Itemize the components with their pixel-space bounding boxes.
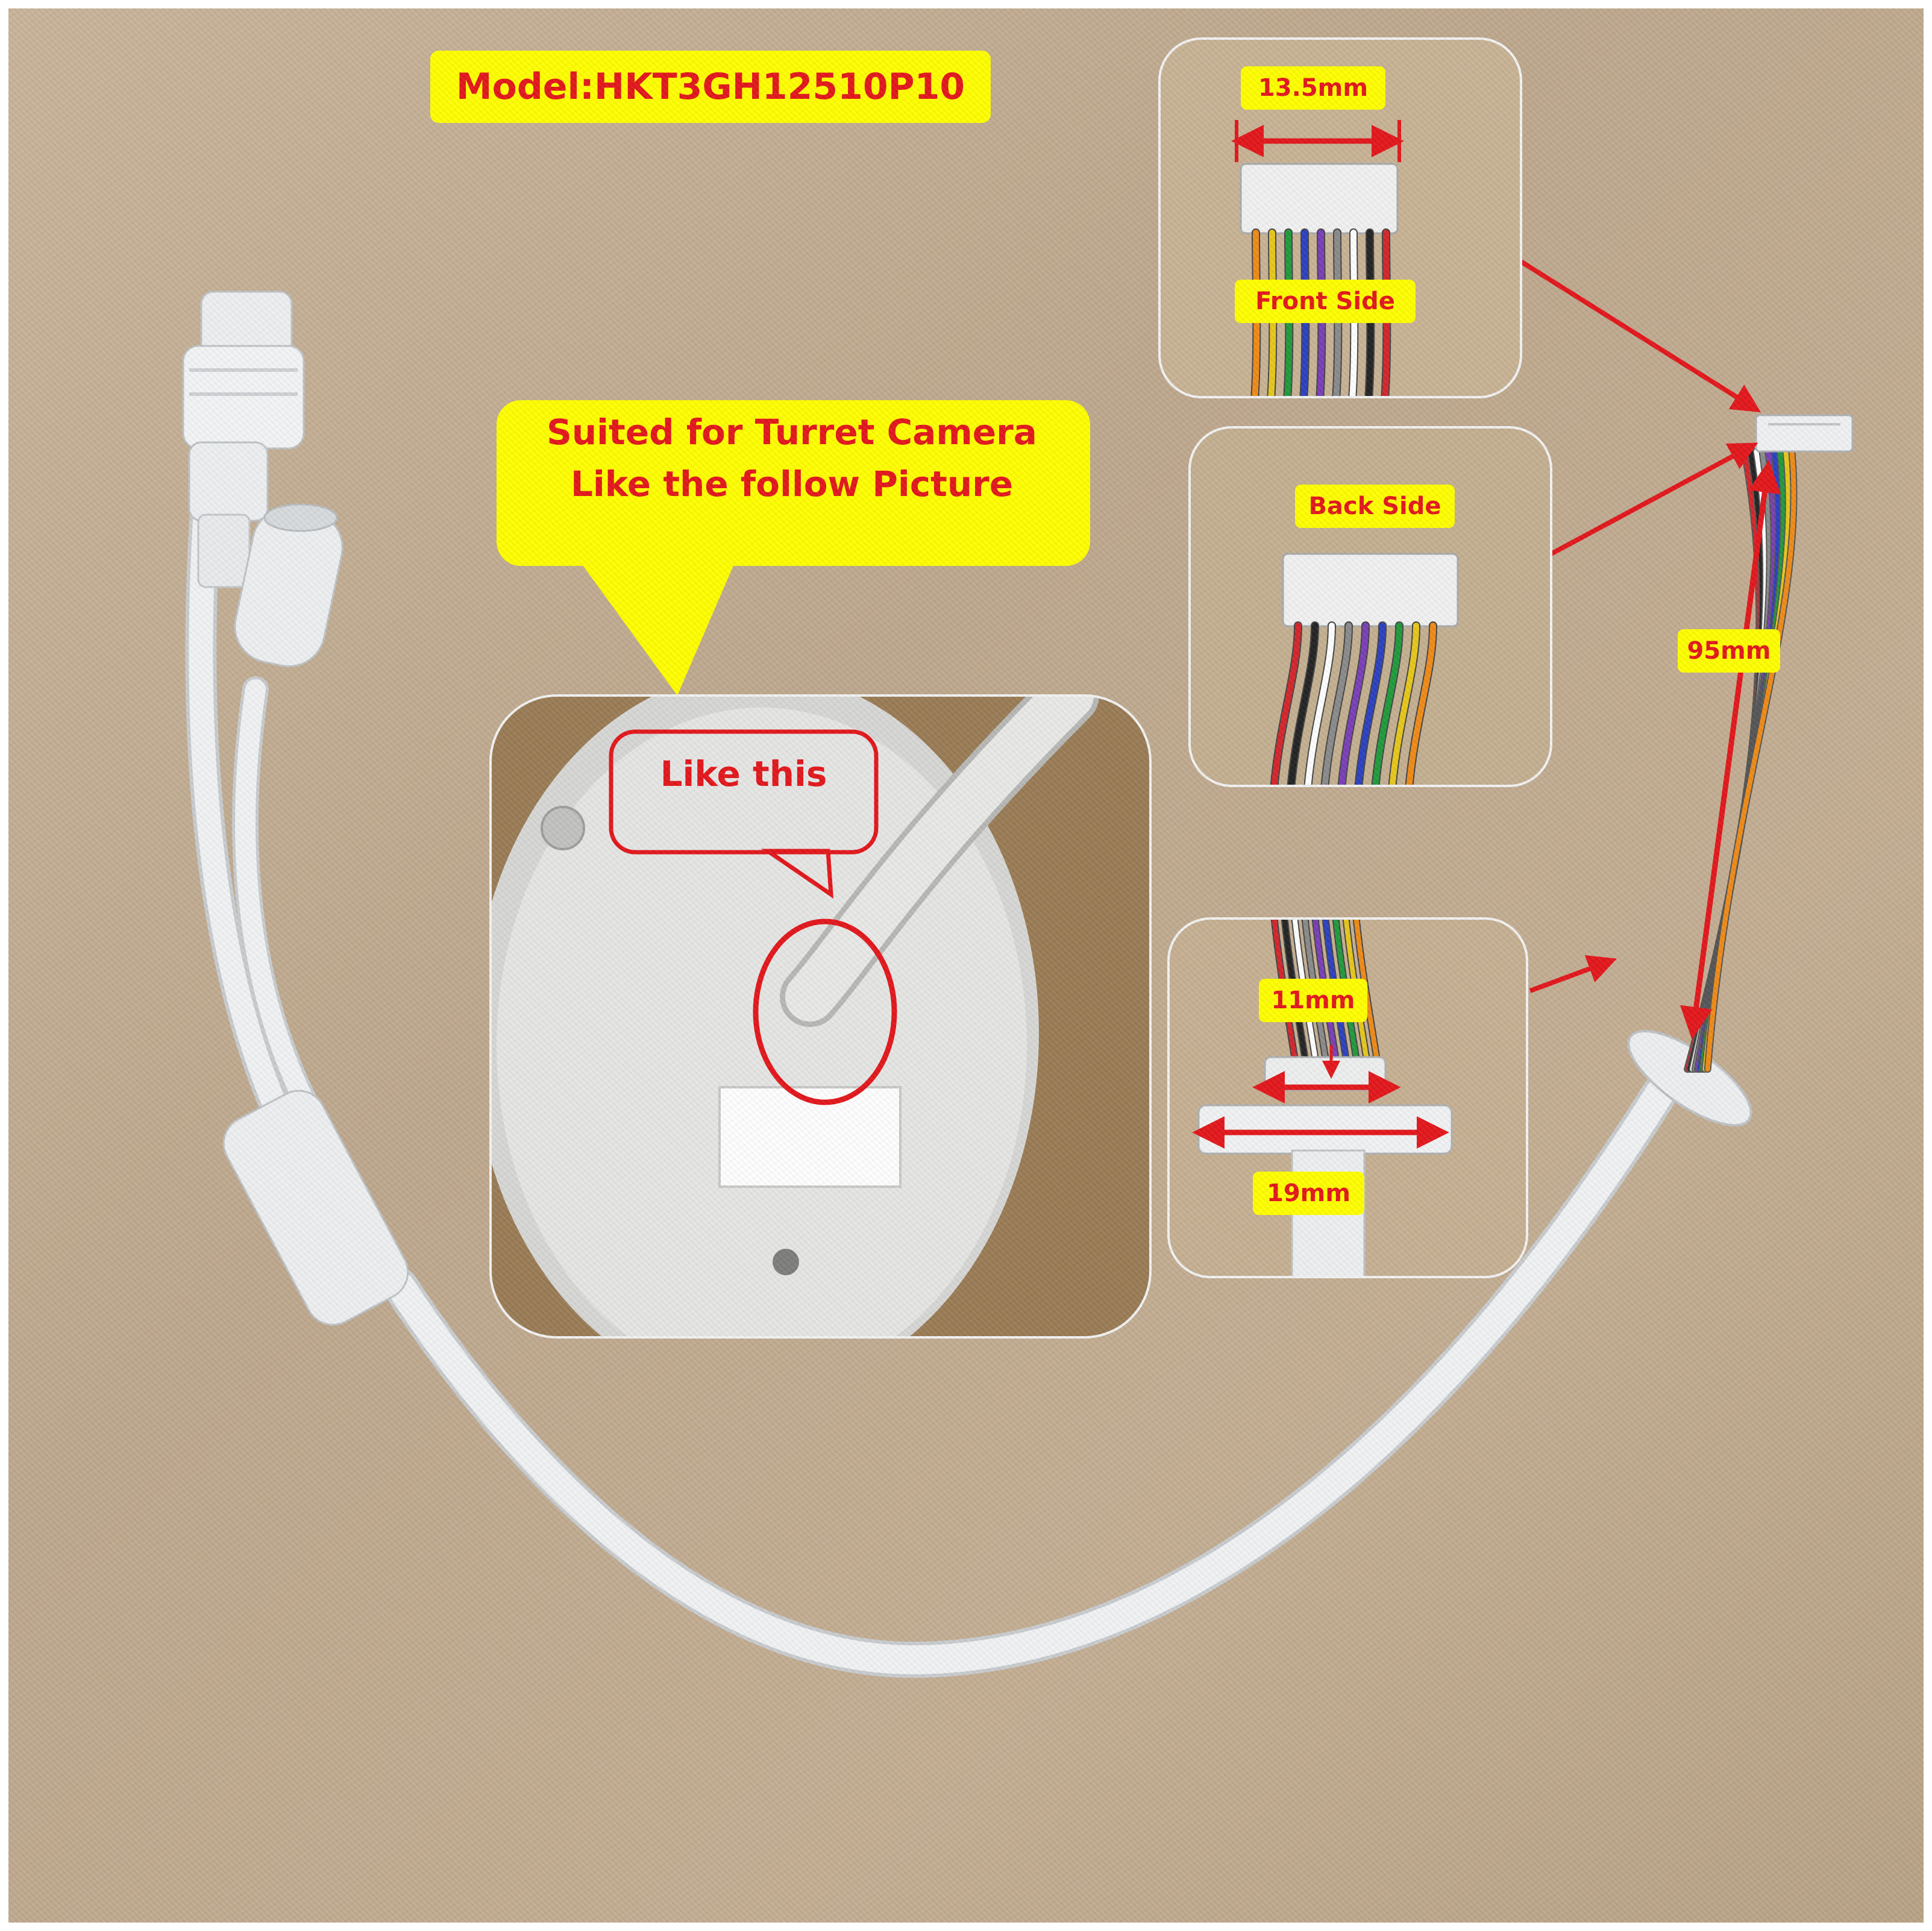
back-side-label: Back Side [1295,485,1455,528]
model-label: Model:HKT3GH12510P10 [430,51,991,123]
wire-strand [1288,623,1318,786]
wire-length-arrow [1680,460,1781,1040]
callout-text: Suited for Turret Camera Like the follow… [491,406,1093,510]
wire-strand [1322,623,1352,786]
rj45-connector [182,290,305,588]
product-photo [182,37,1854,1678]
camera-inset [489,694,1152,1339]
like-this-label: Like this [660,753,827,794]
front-width-label: 13.5mm [1241,66,1385,110]
main-cable [382,1075,1678,1678]
callout-line-1: Suited for Turret Camera [547,412,1037,453]
photo-frame: Model:HKT3GH12510P10 Suited for Turret C… [8,8,1924,1923]
grommet-inner-label: 11mm [1259,979,1367,1022]
wire-bundle [1684,448,1798,1073]
wire-length-label: 95mm [1678,629,1780,673]
dc-power-jack [234,503,343,668]
front-side-label: Front Side [1235,280,1416,323]
wire-strand [1355,623,1385,786]
back-side-inset [1188,426,1552,787]
branch-cables [185,469,329,1157]
wire-strand [1271,623,1301,786]
grommet-inset [1167,917,1528,1278]
wire-strand [1389,623,1419,786]
pointer-arrows [1519,259,1761,993]
cable-joint [222,1090,409,1326]
wire-strand [1338,623,1369,786]
wire-strand [1305,623,1335,786]
callout-line-2: Like the follow Picture [570,463,1014,504]
grommet-outer-label: 19mm [1253,1172,1364,1215]
callout-bubble [497,400,1090,695]
wire-strand [1372,623,1402,786]
wire-strand [1406,623,1436,786]
small-pin-connector [1755,414,1854,453]
